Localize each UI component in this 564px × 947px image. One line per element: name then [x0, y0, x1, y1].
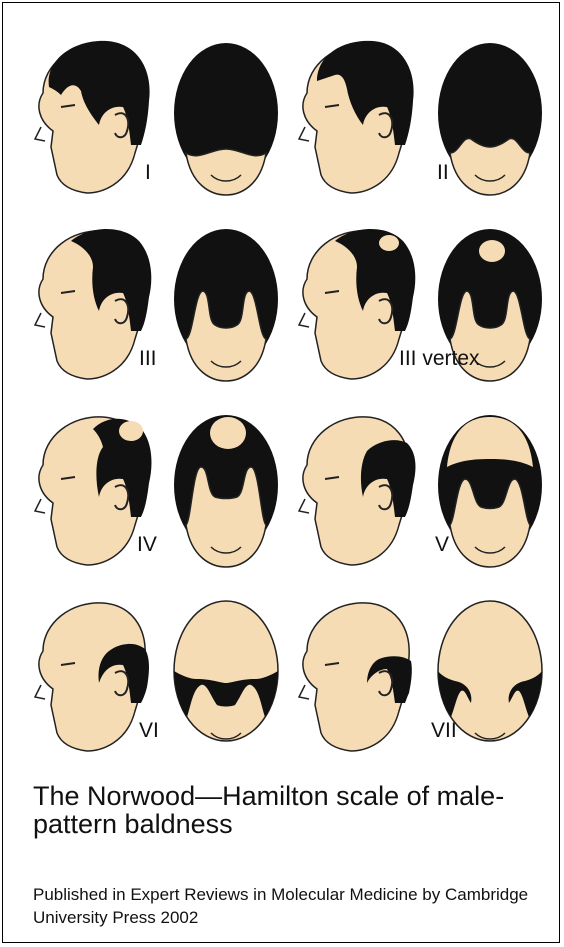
stage-i-label: I: [145, 161, 151, 185]
stage-vii-illustration: [295, 593, 555, 753]
stage-iii-side-view: [35, 229, 151, 379]
stage-v-panel: V: [295, 407, 555, 587]
stage-ii-illustration: [295, 35, 555, 195]
figure-title: The Norwood—Hamilton scale of male-patte…: [33, 782, 533, 838]
stage-iii-label: III: [139, 347, 157, 371]
stage-v-top-view: [438, 415, 542, 567]
stage-ii-top-view: [438, 43, 542, 195]
stage-ii-panel: II: [295, 35, 555, 215]
stage-ii-side-view: [299, 41, 414, 193]
stage-ii-label: II: [437, 161, 449, 185]
stage-i-illustration: [31, 35, 291, 195]
stage-vi-panel: VI: [31, 593, 291, 773]
stage-vi-top-view: [174, 601, 278, 741]
stage-vi-side-view: [35, 603, 149, 751]
stage-iv-top-view: [174, 415, 278, 567]
stage-vi-illustration: [31, 593, 291, 753]
stage-iii-vertex-label: III vertex: [399, 347, 480, 371]
stage-vii-panel: VII: [295, 593, 555, 773]
stage-iii-panel: III: [31, 221, 291, 401]
stage-i-top-view: [174, 43, 278, 195]
stage-v-label: V: [435, 533, 449, 557]
stage-vi-label: VI: [139, 719, 159, 743]
stage-v-illustration: [295, 407, 555, 567]
stage-iv-illustration: [31, 407, 291, 567]
stage-i-panel: I: [31, 35, 291, 215]
stage-iii-top-view: [174, 229, 278, 381]
stage-iv-panel: IV: [31, 407, 291, 587]
stage-vii-side-view: [299, 603, 412, 751]
stage-i-side-view: [35, 41, 150, 193]
stage-iii-vertex-side-view: [299, 229, 415, 379]
stage-iii-vertex-panel: III vertex: [295, 221, 555, 401]
figure-credit: Published in Expert Reviews in Molecular…: [33, 883, 533, 929]
stage-iv-side-view: [35, 417, 151, 565]
stage-iii-illustration: [31, 221, 291, 381]
stage-iv-label: IV: [137, 533, 157, 557]
stage-vii-label: VII: [431, 719, 457, 743]
stage-v-side-view: [299, 417, 415, 565]
